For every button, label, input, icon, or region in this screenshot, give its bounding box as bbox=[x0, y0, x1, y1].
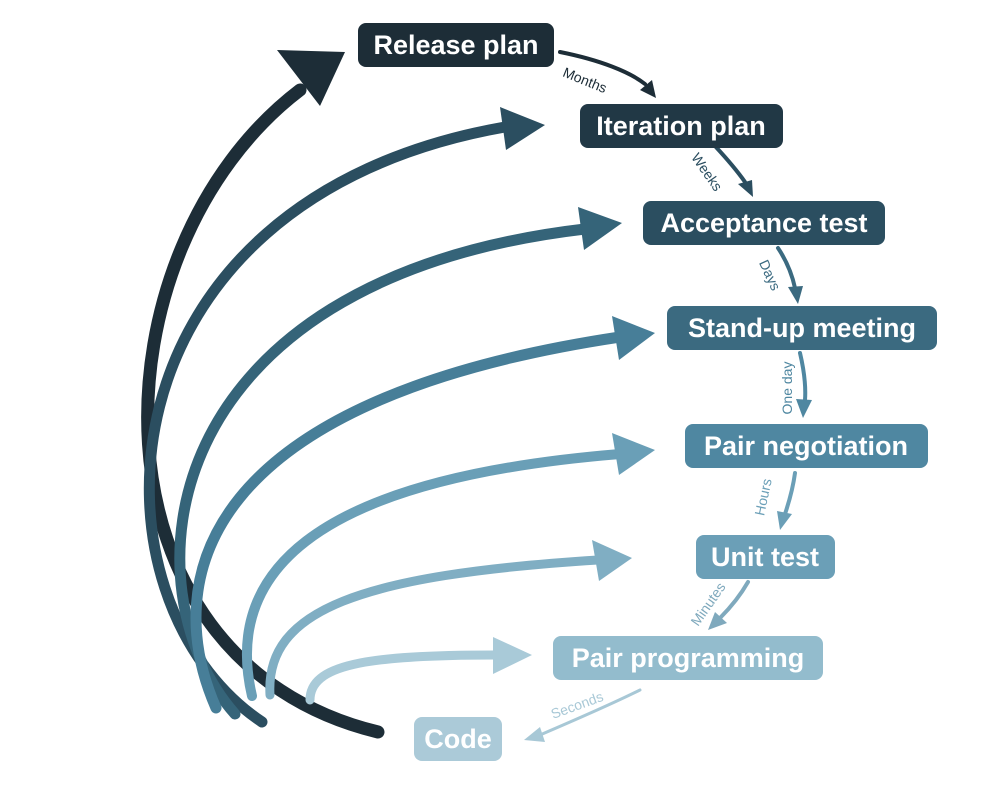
node-acceptance-test: Acceptance test bbox=[643, 201, 885, 245]
timescale-weeks: Weeks bbox=[688, 150, 726, 194]
node-label-stand-up-meeting: Stand-up meeting bbox=[688, 313, 916, 343]
node-pair-programming: Pair programming bbox=[553, 636, 823, 680]
node-label-iteration-plan: Iteration plan bbox=[596, 111, 766, 141]
timescale-labels: Months Weeks Days One day Hours Minutes … bbox=[549, 64, 795, 722]
timescale-one-day: One day bbox=[779, 362, 795, 415]
node-label-unit-test: Unit test bbox=[711, 542, 819, 572]
node-code: Code bbox=[414, 717, 502, 761]
timescale-days: Days bbox=[756, 257, 784, 293]
feedback-arrow-unit-test bbox=[265, 540, 632, 700]
node-label-acceptance-test: Acceptance test bbox=[660, 208, 867, 238]
chain-arrows bbox=[524, 50, 812, 742]
node-release-plan: Release plan bbox=[358, 23, 554, 67]
chain-arrow-weeks bbox=[713, 144, 753, 197]
chain-arrow-seconds bbox=[524, 688, 642, 742]
chain-arrow-minutes bbox=[708, 580, 750, 630]
node-stand-up-meeting: Stand-up meeting bbox=[667, 306, 937, 350]
node-label-release-plan: Release plan bbox=[373, 30, 538, 60]
chain-arrow-months bbox=[558, 50, 656, 98]
feedback-arrow-pair-programming bbox=[305, 637, 532, 705]
node-label-code: Code bbox=[424, 724, 492, 754]
node-pair-negotiation: Pair negotiation bbox=[685, 424, 928, 468]
feedback-arrow-pair-negotiation bbox=[241, 433, 655, 701]
feedback-arrows bbox=[141, 50, 655, 739]
feedback-arrow-stand-up-meeting bbox=[190, 316, 655, 714]
node-label-pair-negotiation: Pair negotiation bbox=[704, 431, 908, 461]
chain-arrow-hours bbox=[777, 471, 797, 530]
timescale-seconds: Seconds bbox=[549, 688, 606, 722]
practice-nodes: Release plan Iteration plan Acceptance t… bbox=[358, 23, 937, 761]
chain-arrow-days bbox=[776, 246, 803, 304]
node-iteration-plan: Iteration plan bbox=[580, 104, 783, 148]
timescale-hours: Hours bbox=[751, 477, 774, 517]
chain-arrow-one-day bbox=[796, 351, 812, 418]
timescale-months: Months bbox=[561, 64, 610, 96]
node-label-pair-programming: Pair programming bbox=[572, 643, 805, 673]
node-unit-test: Unit test bbox=[696, 535, 835, 579]
